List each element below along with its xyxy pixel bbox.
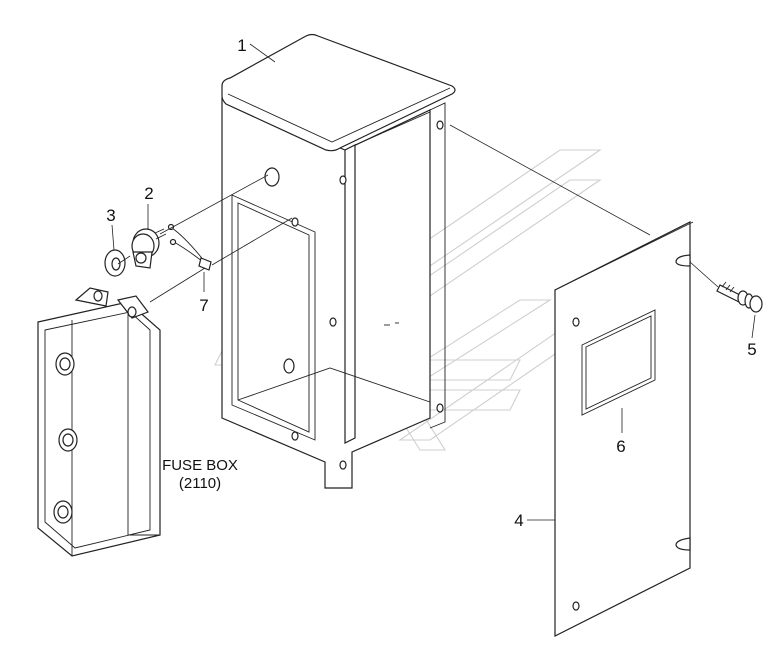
callout-7: 7 bbox=[199, 296, 208, 315]
callout-5: 5 bbox=[747, 340, 756, 359]
fuse-box-code: (2110) bbox=[179, 475, 221, 492]
fuse-box bbox=[37, 287, 161, 557]
enclosure-part-1 bbox=[221, 33, 456, 489]
switch-part-2 bbox=[131, 228, 167, 269]
callout-1: 1 bbox=[237, 36, 246, 55]
wire-harness-part-7 bbox=[167, 223, 212, 271]
callout-6: 6 bbox=[616, 437, 625, 456]
callout-3: 3 bbox=[106, 206, 115, 225]
assembly-lines bbox=[111, 43, 756, 521]
callout-4: 4 bbox=[514, 511, 523, 530]
washer-part-3 bbox=[104, 249, 126, 277]
label-part-6 bbox=[581, 309, 656, 416]
callout-2: 2 bbox=[144, 184, 153, 203]
bolt-part-5 bbox=[716, 281, 763, 313]
cover-panel-part-4 bbox=[554, 221, 694, 637]
fuse-box-label: FUSE BOX bbox=[162, 457, 238, 474]
